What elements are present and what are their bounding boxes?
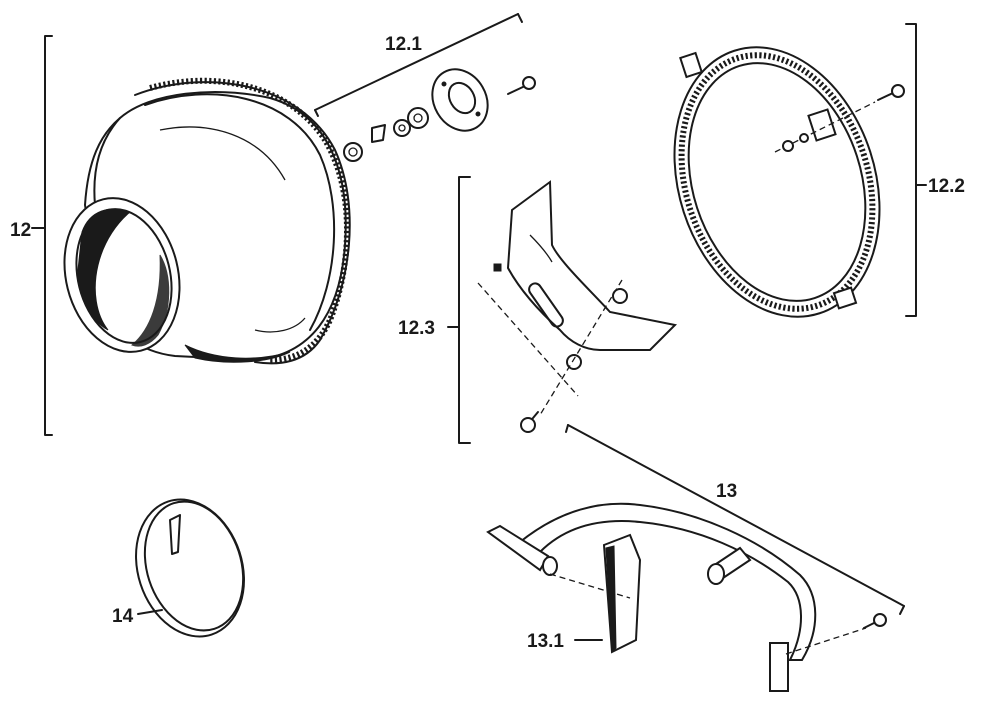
label-14: 14 — [112, 606, 134, 627]
retaining-ring — [673, 46, 905, 318]
mounting-bracket — [477, 180, 678, 433]
label-13: 13 — [716, 481, 737, 502]
headlamp-housing — [63, 77, 351, 365]
clamp-shoe — [549, 533, 642, 654]
label-12-3: 12.3 — [398, 318, 435, 339]
bracket-12-2 — [905, 23, 917, 317]
bracket-12 — [44, 35, 53, 436]
label-12: 12 — [10, 220, 31, 241]
label-12-1: 12.1 — [385, 34, 422, 55]
mounting-arm — [486, 424, 905, 692]
bracket-12-3 — [458, 176, 471, 444]
label-12-2: 12.2 — [928, 176, 965, 197]
cover-cap — [135, 498, 245, 638]
label-13-1: 13.1 — [527, 631, 564, 652]
adjuster-kit — [314, 13, 536, 162]
